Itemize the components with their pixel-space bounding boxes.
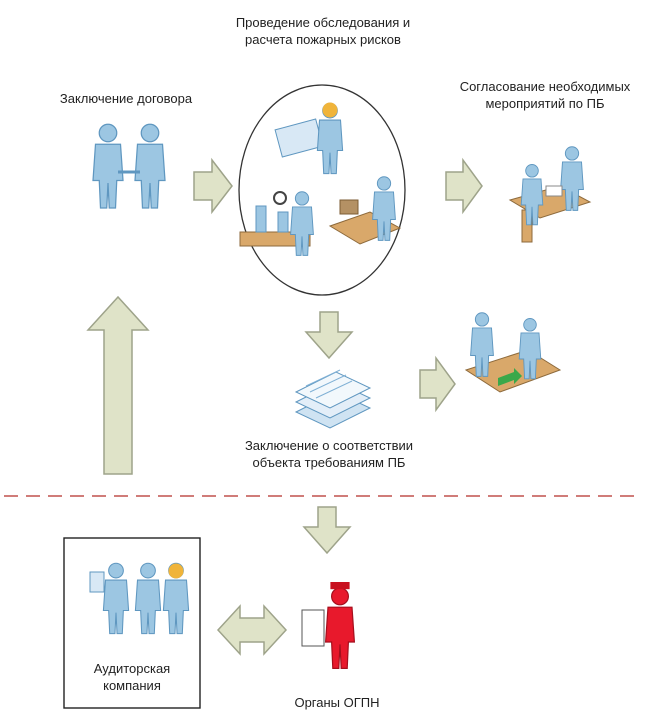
conclusion-label: Заключение о соответствии объекта требов…: [244, 438, 414, 470]
documents-stack-icon: [294, 369, 372, 429]
blueprint-worker-icon: [274, 102, 344, 175]
auditor-team-icon: [89, 562, 190, 635]
desk-worker-icon: [328, 176, 402, 245]
contract-label: Заключение договора: [59, 91, 193, 106]
survey-circle: [238, 84, 406, 296]
document-handover-icon: [464, 312, 562, 393]
meeting-desk-icon: [508, 146, 592, 243]
audit-company-label: Аудиторская компания: [93, 661, 171, 693]
fire-inspector-icon: [301, 581, 355, 670]
arrow-right-icon: [193, 157, 233, 215]
arrow-right-icon: [445, 157, 483, 215]
arrow-down-icon: [304, 311, 354, 360]
bidirectional-arrow-icon: [216, 604, 288, 656]
agreement-label: Согласование необходимых мероприятий по …: [459, 79, 631, 111]
arrow-up-icon: [86, 295, 150, 475]
arrow-right-icon: [419, 355, 456, 413]
survey-label: Проведение обследования и расчета пожарн…: [235, 15, 411, 47]
conveyor-inspector-icon: [239, 191, 314, 256]
handshake-people-icon: [92, 123, 166, 209]
arrow-down-icon: [302, 506, 352, 555]
ogpn-label: Органы ОГПН: [294, 695, 380, 710]
